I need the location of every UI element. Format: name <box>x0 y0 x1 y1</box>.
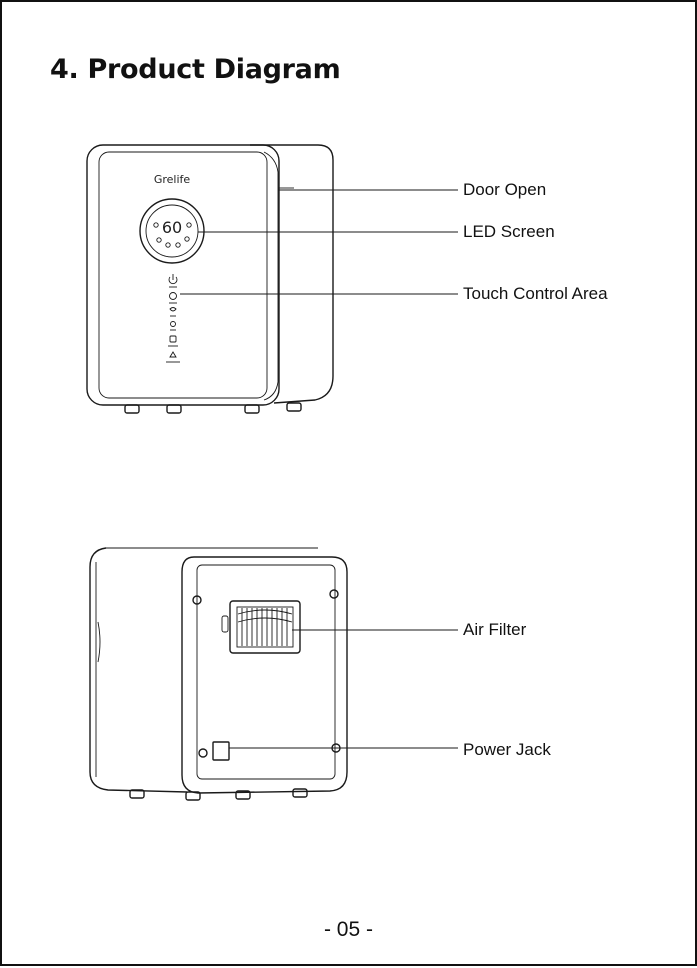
led-screen: 60 <box>140 199 204 263</box>
power-jack <box>213 742 229 760</box>
filter-grille <box>238 608 292 646</box>
led-indicator-icon <box>176 243 180 247</box>
page-number: - 05 - <box>2 918 695 942</box>
air-filter-label: Air Filter <box>463 620 526 640</box>
power-jack-label: Power Jack <box>463 740 551 760</box>
door-open-label: Door Open <box>463 180 546 200</box>
air-filter <box>222 601 300 653</box>
fan-speed-icon <box>170 308 176 317</box>
auto-mode-icon <box>169 293 177 304</box>
timer-icon <box>168 336 178 346</box>
front-view-illustration: Grelife 60 <box>87 145 458 413</box>
screw <box>199 749 207 757</box>
screw <box>330 590 338 598</box>
touch-control-area-label: Touch Control Area <box>463 284 608 304</box>
led-indicator-icon <box>154 223 158 227</box>
led-screen-digits: 60 <box>162 218 182 237</box>
led-indicator-icon <box>185 237 189 241</box>
led-screen-label: LED Screen <box>463 222 555 242</box>
led-indicator-icon <box>166 243 170 247</box>
night-light-icon <box>170 322 176 331</box>
led-indicator-icon <box>157 238 161 242</box>
power-icon <box>169 274 177 287</box>
touch-control-area <box>166 274 180 362</box>
led-indicator-icon <box>187 223 191 227</box>
brand-logo: Grelife <box>154 173 191 186</box>
child-lock-icon <box>166 352 180 362</box>
back-view-illustration <box>90 548 458 800</box>
